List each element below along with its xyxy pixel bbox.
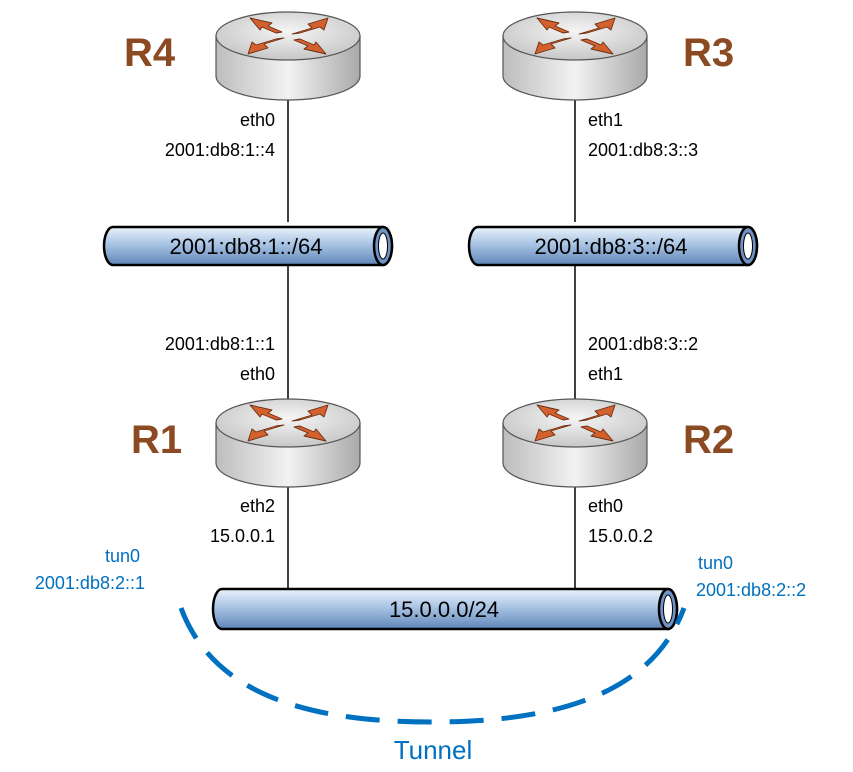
iface-r2-eth1-name: eth1	[588, 364, 623, 384]
tunnel-left-name: tun0	[105, 546, 140, 566]
router-icon	[215, 398, 361, 488]
router-name-r3: R3	[683, 31, 734, 75]
router-icon	[215, 11, 361, 101]
network-net15[interactable]: 15.0.0.0/24	[211, 587, 679, 631]
network-label-net15: 15.0.0.0/24	[389, 597, 499, 622]
tunnel-caption: Tunnel	[394, 735, 473, 765]
router-r4[interactable]	[215, 11, 361, 101]
router-name-r4: R4	[124, 31, 176, 75]
network-label-net3: 2001:db8:3::/64	[535, 234, 688, 259]
network-net3[interactable]: 2001:db8:3::/64	[467, 225, 759, 267]
iface-r4-eth0-addr: 2001:db8:1::4	[165, 140, 275, 160]
tunnel-left-addr: 2001:db8:2::1	[35, 573, 145, 593]
router-icon	[502, 398, 648, 488]
iface-r2-eth0-addr: 15.0.0.2	[588, 526, 653, 546]
router-icon	[502, 11, 648, 101]
iface-r2-eth1-addr: 2001:db8:3::2	[588, 334, 698, 354]
iface-r4-eth0-name: eth0	[240, 110, 275, 130]
network-label-net1: 2001:db8:1::/64	[170, 234, 323, 259]
router-r1[interactable]	[215, 398, 361, 488]
iface-r3-eth1-addr: 2001:db8:3::3	[588, 140, 698, 160]
router-name-r2: R2	[683, 418, 734, 462]
router-r3[interactable]	[502, 11, 648, 101]
router-name-r1: R1	[131, 418, 182, 462]
links	[287, 92, 576, 588]
tunnel-right-name: tun0	[698, 553, 733, 573]
tunnel-right-addr: 2001:db8:2::2	[696, 580, 806, 600]
router-r2[interactable]	[502, 398, 648, 488]
iface-r2-eth0-name: eth0	[588, 496, 623, 516]
iface-r1-eth0-name: eth0	[240, 364, 275, 384]
iface-r1-eth2-name: eth2	[240, 496, 275, 516]
network-net1[interactable]: 2001:db8:1::/64	[102, 225, 394, 267]
iface-r1-eth0-addr: 2001:db8:1::1	[165, 334, 275, 354]
iface-r1-eth2-addr: 15.0.0.1	[210, 526, 275, 546]
iface-r3-eth1-name: eth1	[588, 110, 623, 130]
